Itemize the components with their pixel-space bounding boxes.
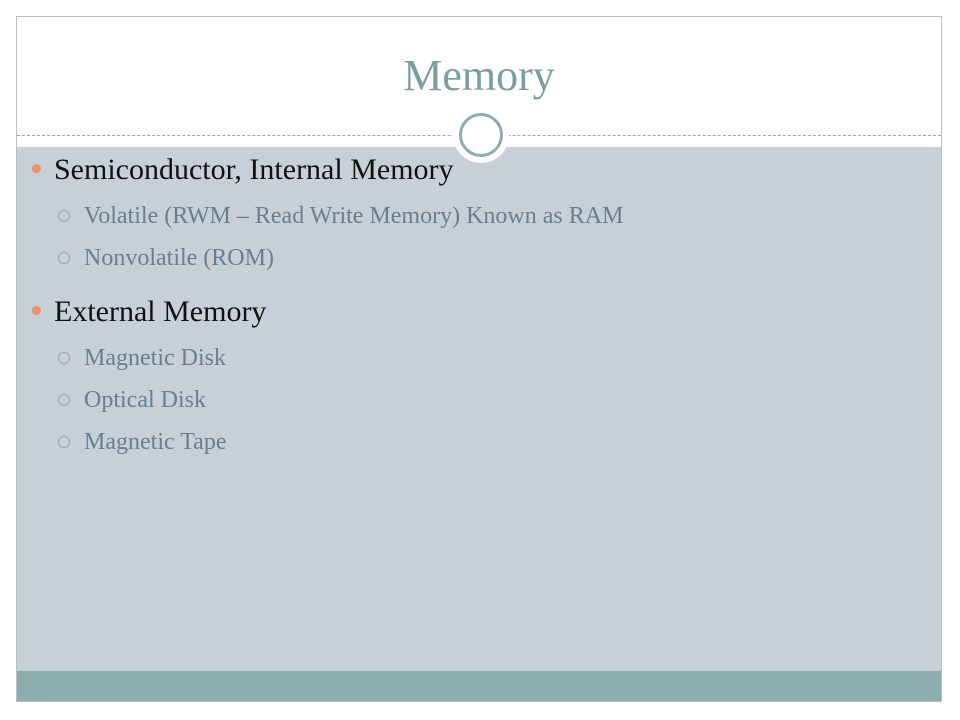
sub-bullet-list: Volatile (RWM – Read Write Memory) Known… (54, 196, 904, 280)
filled-circle-bullet-icon (32, 164, 41, 173)
sub-bullet-list: Magnetic Disk Optical Disk Magnetic Tape (54, 338, 904, 464)
hollow-circle-bullet-icon (58, 252, 70, 264)
bullet-list: Semiconductor, Internal Memory Volatile … (24, 150, 904, 464)
sub-list-item: Magnetic Disk (54, 338, 904, 380)
slide-frame: Memory (16, 16, 942, 702)
content-background (17, 147, 941, 671)
sub-list-item: Magnetic Tape (54, 422, 904, 464)
hollow-circle-bullet-icon (58, 210, 70, 222)
sub-bullet-text: Optical Disk (84, 387, 206, 413)
sub-bullet-text: Magnetic Tape (84, 429, 227, 455)
sub-bullet-text: Nonvolatile (ROM) (84, 245, 274, 271)
list-item: Semiconductor, Internal Memory Volatile … (24, 150, 904, 280)
sub-bullet-text: Magnetic Disk (84, 345, 226, 371)
sub-bullet-text: Volatile (RWM – Read Write Memory) Known… (84, 203, 624, 229)
hollow-circle-bullet-icon (58, 394, 70, 406)
filled-circle-bullet-icon (32, 306, 41, 315)
bullet-text: Semiconductor, Internal Memory (54, 153, 454, 186)
slide-title: Memory (403, 51, 555, 100)
bullet-text: External Memory (54, 295, 267, 328)
sub-list-item: Optical Disk (54, 380, 904, 422)
sub-list-item: Volatile (RWM – Read Write Memory) Known… (54, 196, 904, 238)
list-item: External Memory Magnetic Disk Optical Di… (24, 292, 904, 464)
ring-inner (459, 113, 503, 157)
slide-content: Semiconductor, Internal Memory Volatile … (24, 150, 904, 476)
ring-ornament-icon (453, 107, 509, 163)
hollow-circle-bullet-icon (58, 352, 70, 364)
sub-list-item: Nonvolatile (ROM) (54, 238, 904, 280)
hollow-circle-bullet-icon (58, 436, 70, 448)
footer-band (17, 671, 941, 701)
